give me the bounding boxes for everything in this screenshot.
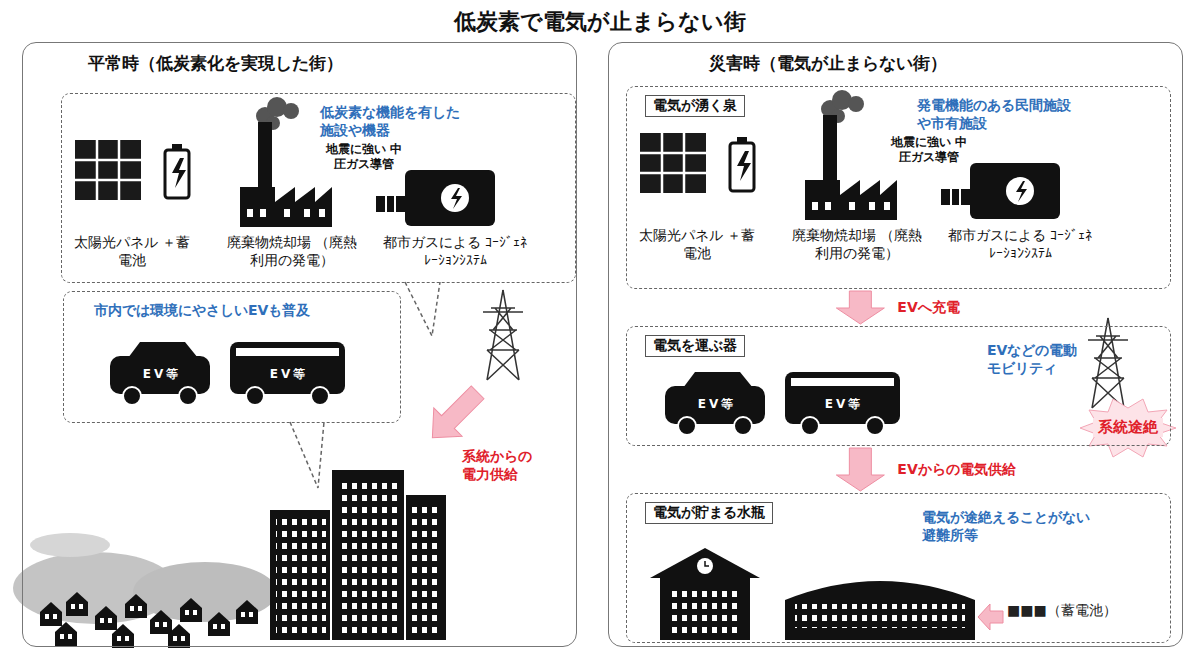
scene-panel: 平常時（低炭素化を実現した街） 低炭素な機能を有した施設や機器太陽光パネル ＋蓄電… xyxy=(22,42,577,647)
vehicle-label: EV等 xyxy=(687,397,747,412)
box-tag: 電気が貯まる水瓶 xyxy=(645,502,773,524)
outage-label: 系統途絶 xyxy=(1093,418,1163,437)
facility-caption: 廃棄物焼却場 （廃熱利用の発電） xyxy=(222,234,362,269)
facility-caption: 太陽光パネル ＋蓄電池 xyxy=(635,227,759,262)
facility-caption: 都市ガスによる ｺｰｼﾞｪﾈﾚｰｼｮﾝｼｽﾃﾑ xyxy=(380,234,530,269)
facility-box: 低炭素な機能を有した施設や機器太陽光パネル ＋蓄電池廃棄物焼却場 （廃熱利用の発… xyxy=(61,93,576,283)
box-heading: 市内では環境にやさしいEVも普及 xyxy=(94,302,384,320)
flow-arrow xyxy=(836,291,884,324)
edge-label: EVへ充電 xyxy=(894,299,962,317)
facility-caption: 都市ガスによる ｺｰｼﾞｪﾈﾚｰｼｮﾝｼｽﾃﾑ xyxy=(945,227,1095,262)
vehicle-label: EV等 xyxy=(254,367,324,382)
battery-note: ■■■（蓄電池） xyxy=(1007,602,1167,620)
box-heading: 低炭素な機能を有した施設や機器 xyxy=(320,104,470,139)
pipe-caption: 地震に強い 中圧ガス導管 xyxy=(324,142,404,172)
flow-arrow xyxy=(836,448,884,491)
vehicle-label: EV等 xyxy=(132,367,192,382)
pipe-caption: 地震に強い 中圧ガス導管 xyxy=(889,135,969,165)
shelter-box: 電気が貯まる水瓶 電気が途絶えることがない避難所等 ■■■（蓄電池） xyxy=(626,493,1171,643)
mobility-box: 電気を運ぶ器 EVなどの電動モビリティ EV等 EV等 xyxy=(626,326,1171,446)
box-heading: EVなどの電動モビリティ xyxy=(987,342,1087,377)
arrow-shape xyxy=(836,448,884,491)
edge-label: EVからの電気供給 xyxy=(894,461,1018,479)
panel-heading: 平常時（低炭素化を実現した街） xyxy=(88,53,343,74)
vehicle-label: EV等 xyxy=(809,397,879,412)
panel-heading: 災害時（電気が止まらない街） xyxy=(709,53,947,74)
box-heading: 発電機能のある民間施設や市有施設 xyxy=(917,97,1082,132)
scene-panel: 災害時（電気が止まらない街） 電気が湧く泉 発電機能のある民間施設や市有施設太陽光パ… xyxy=(608,42,1183,647)
box-tag: 電気が湧く泉 xyxy=(645,95,745,117)
facility-caption: 廃棄物焼却場 （廃熱利用の発電） xyxy=(787,227,927,262)
mobility-box: 市内では環境にやさしいEVも普及 EV等 EV等 xyxy=(63,291,401,423)
facility-caption: 太陽光パネル ＋蓄電池 xyxy=(70,234,194,269)
diagram-title: 低炭素で電気が止まらない街 xyxy=(0,8,1200,36)
box-tag: 電気を運ぶ器 xyxy=(645,335,745,357)
facility-box: 電気が湧く泉 発電機能のある民間施設や市有施設太陽光パネル ＋蓄電池廃棄物焼却場 … xyxy=(626,86,1171,289)
box-heading: 電気が途絶えることがない避難所等 xyxy=(922,509,1097,544)
arrow-shape xyxy=(836,291,884,324)
supply-label: 系統からの電力供給 xyxy=(462,448,542,483)
